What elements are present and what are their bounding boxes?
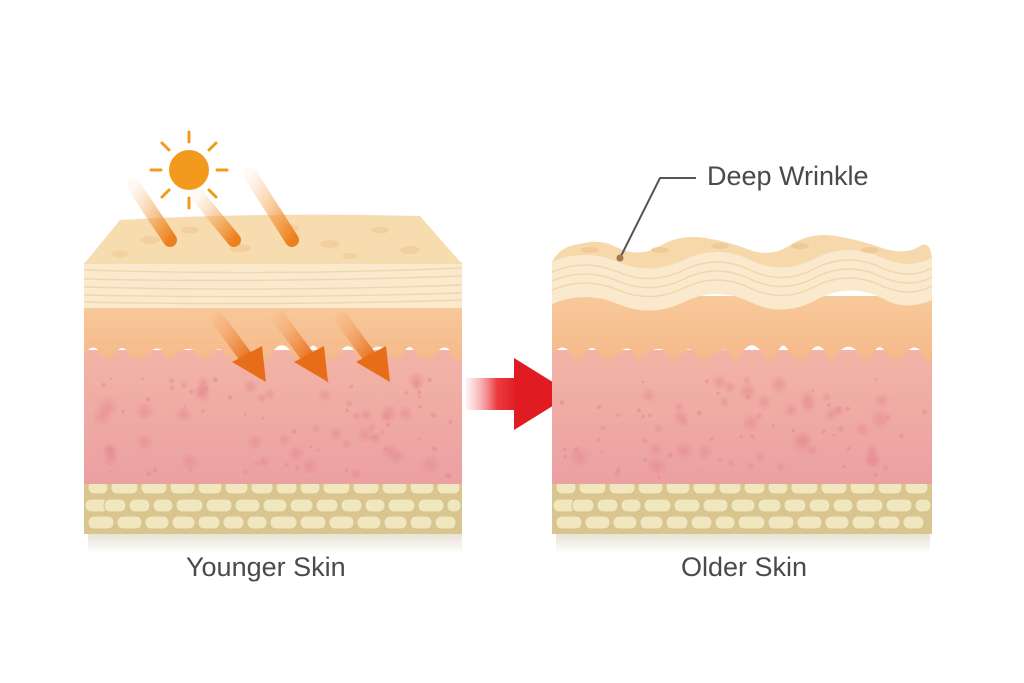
older-fat-cells — [552, 480, 932, 530]
older-skin-block — [551, 235, 933, 554]
older-dermis-spots — [559, 373, 927, 480]
deep-wrinkle-label: Deep Wrinkle — [707, 161, 869, 191]
uv-penetration-arrows — [208, 309, 390, 382]
uv-ray-3 — [243, 167, 299, 247]
uv-ray-2 — [191, 189, 241, 247]
older-papillary-layer — [552, 296, 932, 362]
younger-skin-surface — [84, 214, 462, 264]
transition-arrow — [466, 358, 572, 430]
penetration-arrow-2 — [270, 309, 328, 382]
deep-wrinkle-pointer — [616, 177, 696, 262]
younger-fat-cells — [84, 480, 462, 530]
older-epidermis-stripes — [552, 250, 932, 311]
penetration-arrow-3 — [332, 309, 390, 382]
uv-rays — [127, 167, 299, 247]
younger-skin-label: Younger Skin — [186, 552, 346, 582]
penetration-arrow-1 — [208, 309, 266, 382]
younger-skin-block — [83, 214, 463, 554]
uv-ray-1 — [127, 179, 177, 247]
sun-icon — [149, 130, 229, 210]
younger-dermis-spots — [92, 370, 453, 481]
older-skin-label: Older Skin — [681, 552, 808, 582]
older-skin-surface — [552, 235, 932, 269]
